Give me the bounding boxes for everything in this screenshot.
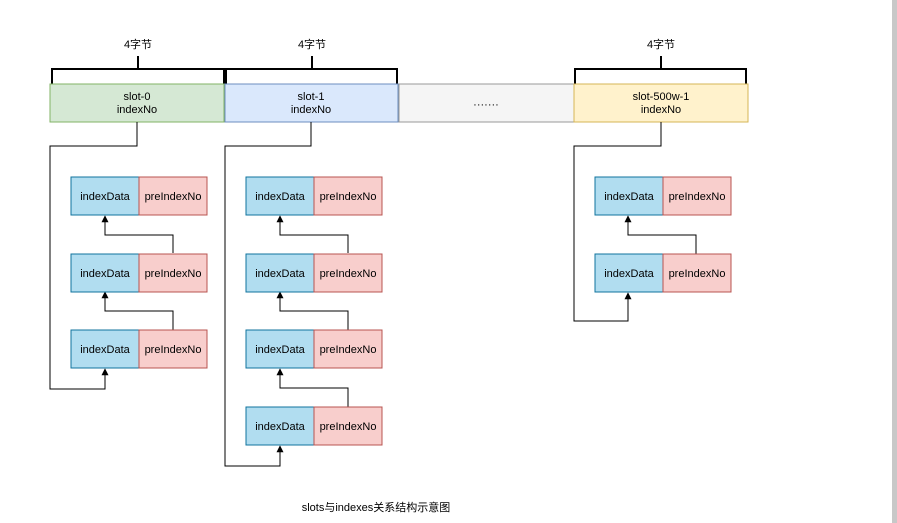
index-data-box xyxy=(71,177,139,215)
pre-index-no-box xyxy=(314,330,382,368)
diagram-caption: slots与indexes关系结构示意图 xyxy=(302,500,451,514)
index-cell-chain-last-2: indexData preIndexNo xyxy=(594,253,732,293)
slot-1: slot-1 indexNo xyxy=(224,83,399,123)
pre-index-no-box xyxy=(139,254,207,292)
index-cell-chain-0-3: indexData preIndexNo xyxy=(70,329,208,369)
slot-last-box xyxy=(574,84,748,122)
brace-slot-1 xyxy=(225,56,398,84)
connector-0-2 xyxy=(101,215,174,253)
pre-index-no-box xyxy=(314,177,382,215)
index-cell-chain-last-1: indexData preIndexNo xyxy=(594,176,732,216)
brace-slot-last xyxy=(574,56,747,84)
index-data-label: indexData xyxy=(604,268,654,280)
pre-index-no-border xyxy=(313,253,383,293)
slot-gap: ······· xyxy=(398,83,575,123)
index-cell-chain-0-2: indexData preIndexNo xyxy=(70,253,208,293)
index-data-label: indexData xyxy=(255,268,305,280)
index-data-box xyxy=(71,330,139,368)
slot-0-name: slot-0 xyxy=(124,91,151,103)
pre-index-no-label: preIndexNo xyxy=(669,191,726,203)
connector-slot-0 xyxy=(49,122,138,390)
index-data-label: indexData xyxy=(255,421,305,433)
pre-index-no-label: preIndexNo xyxy=(145,344,202,356)
pre-index-no-border xyxy=(138,176,208,216)
index-data-box xyxy=(246,407,314,445)
slot-1-name: slot-1 xyxy=(298,91,325,103)
index-data-box xyxy=(595,177,663,215)
index-data-box xyxy=(246,330,314,368)
pre-index-no-label: preIndexNo xyxy=(145,268,202,280)
pre-index-no-border xyxy=(138,329,208,369)
pre-index-no-box xyxy=(139,177,207,215)
pre-index-no-border xyxy=(313,329,383,369)
vertical-scrollbar[interactable] xyxy=(892,0,897,523)
size-label-slot-0: 4字节 xyxy=(124,37,152,51)
index-data-label: indexData xyxy=(255,191,305,203)
index-data-label: indexData xyxy=(255,344,305,356)
index-cell-chain-0-1: indexData preIndexNo xyxy=(70,176,208,216)
pre-index-no-box xyxy=(663,254,731,292)
index-data-box xyxy=(71,254,139,292)
connector-1-4 xyxy=(276,368,349,407)
index-data-box xyxy=(246,177,314,215)
slot-0-box xyxy=(50,84,224,122)
size-label-slot-1: 4字节 xyxy=(298,37,326,51)
slot-1-box xyxy=(225,84,398,122)
connector-slot-last xyxy=(573,122,662,322)
index-cell-chain-1-4: indexData preIndexNo xyxy=(245,406,383,446)
pre-index-no-box xyxy=(663,177,731,215)
pre-index-no-label: preIndexNo xyxy=(320,268,377,280)
pre-index-no-label: preIndexNo xyxy=(320,344,377,356)
index-data-box xyxy=(246,254,314,292)
slot-0-sub: indexNo xyxy=(117,104,157,116)
brace-slot-0 xyxy=(51,56,225,84)
index-data-label: indexData xyxy=(80,191,130,203)
connector-1-3 xyxy=(276,291,349,330)
pre-index-no-box xyxy=(139,330,207,368)
connectors xyxy=(49,122,697,467)
connector-slot-1 xyxy=(224,122,312,467)
index-data-label: indexData xyxy=(80,344,130,356)
slot-gap-box xyxy=(399,84,574,122)
pre-index-no-border xyxy=(313,406,383,446)
index-data-label: indexData xyxy=(604,191,654,203)
pre-index-no-border xyxy=(662,176,732,216)
pre-index-no-label: preIndexNo xyxy=(145,191,202,203)
slot-last-name: slot-500w-1 xyxy=(633,91,690,103)
index-cell-chain-1-3: indexData preIndexNo xyxy=(245,329,383,369)
pre-index-no-box xyxy=(314,254,382,292)
connector-0-3 xyxy=(101,291,174,330)
slot-last-sub: indexNo xyxy=(641,104,681,116)
pre-index-no-label: preIndexNo xyxy=(320,191,377,203)
pre-index-no-border xyxy=(313,176,383,216)
index-data-box xyxy=(595,254,663,292)
pre-index-no-label: preIndexNo xyxy=(669,268,726,280)
slot-1-sub: indexNo xyxy=(291,104,331,116)
connector-last-2 xyxy=(624,215,697,254)
pre-index-no-border xyxy=(662,253,732,293)
index-cell-chain-1-2: indexData preIndexNo xyxy=(245,253,383,293)
slot-0: slot-0 indexNo xyxy=(49,83,225,123)
pre-index-no-label: preIndexNo xyxy=(320,421,377,433)
pre-index-no-border xyxy=(138,253,208,293)
slot-last: slot-500w-1 indexNo xyxy=(573,83,749,123)
pre-index-no-box xyxy=(314,407,382,445)
index-data-label: indexData xyxy=(80,268,130,280)
slot-ellipsis: ······· xyxy=(473,99,499,111)
connector-1-2 xyxy=(276,215,349,253)
size-label-slot-last: 4字节 xyxy=(647,37,675,51)
index-cell-chain-1-1: indexData preIndexNo xyxy=(245,176,383,216)
